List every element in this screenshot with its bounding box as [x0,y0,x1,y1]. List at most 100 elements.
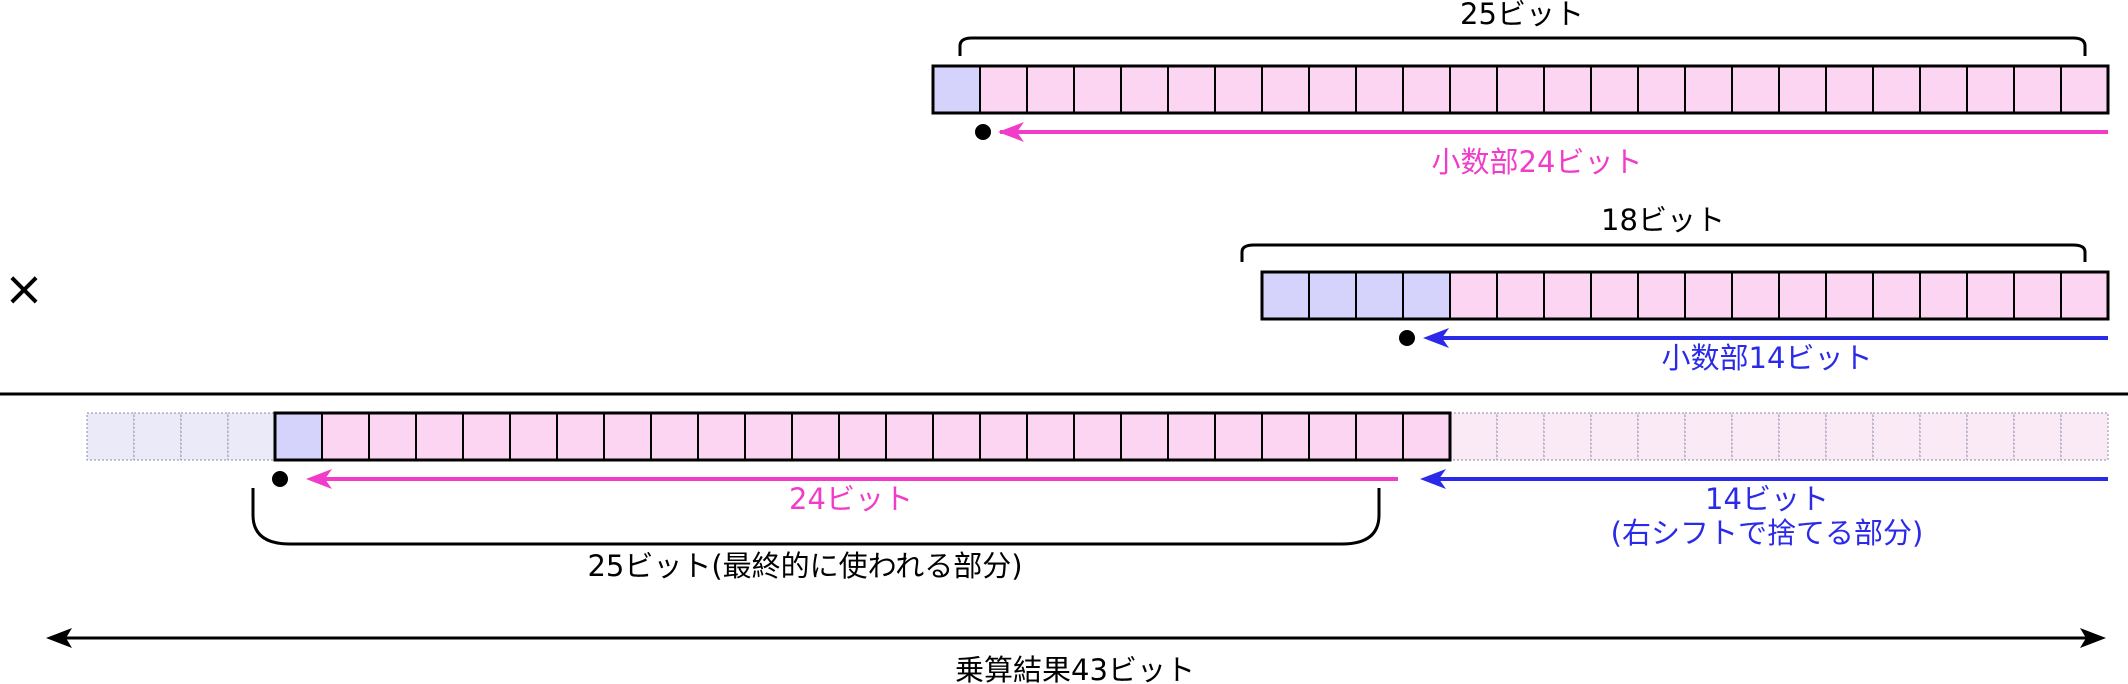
product-kept-fraction-bit [368,412,417,461]
product-discarded-bit [1496,412,1545,461]
product-kept-fraction-bit [462,412,511,461]
operand-a-register-outline [931,64,2110,115]
operand-a-fraction-bit [1543,65,1592,114]
product-kept-fraction-bit [1073,412,1122,461]
operand-a-bit-cells [931,64,2110,115]
operand-a-width-brace [958,36,2087,56]
discarded-bits-label: 14ビット [1705,482,1829,516]
multiply-sign: × [4,261,44,317]
product-kept-fraction-bit [1355,412,1404,461]
operand-b-fraction-bit [1778,271,1827,320]
operand-b-fraction-bit [2060,271,2109,320]
operand-b-fraction-bit [1825,271,1874,320]
operand-a-fraction-bit [1966,65,2015,114]
operand-a-fraction-bit [1026,65,1075,114]
product-kept-fraction-bit [932,412,981,461]
product-kept-fraction-bit [603,412,652,461]
product-result: 24ビット 14ビット (右シフトで捨てる部分) 25ビット(最終的に使われる部… [46,411,2109,684]
product-discarded-bit [2060,412,2109,461]
total-width-arrowhead-left [46,628,72,648]
product-kept-fraction-bit [697,412,746,461]
product-unused-high-bit [86,412,135,461]
used-bits-label: 25ビット(最終的に使われる部分) [587,549,1022,583]
product-unused-high-bit [227,412,276,461]
operand-a-fraction-bit [1731,65,1780,114]
operand-b-fraction-bit [1684,271,1733,320]
operand-b-fraction-bit [1543,271,1592,320]
operand-a-fraction-bit [1449,65,1498,114]
product-kept-fraction-bit [321,412,370,461]
operand-a-fraction-bit [2013,65,2062,114]
discarded-bits-note: (右シフトで捨てる部分) [1611,516,1924,550]
product-discarded-bit [1543,412,1592,461]
operand-a-fraction-bit [1167,65,1216,114]
total-width-label: 乗算結果43ビット [955,653,1195,684]
operand-a-fraction-bit [1590,65,1639,114]
operand-a-fraction-bit [1496,65,1545,114]
product-discarded-bit [1919,412,1968,461]
operand-a-fraction-bit [1355,65,1404,114]
kept-fraction-label: 24ビット [789,482,913,516]
product-kept-fraction-bit [1214,412,1263,461]
operand-b-integer-bit [1308,271,1357,320]
product-discarded-bit [1449,412,1498,461]
operand-a-fraction-arrowhead [998,122,1024,142]
operand-b-register-outline [1260,270,2110,321]
kept-fraction-arrowhead [306,469,332,489]
product-kept-fraction-bit [979,412,1028,461]
operand-a-width-label: 25ビット [1460,0,1584,31]
product-kept-fraction-bit [650,412,699,461]
product-discarded-bit [1966,412,2015,461]
operand-a-fraction-bit [1073,65,1122,114]
used-bits-brace [251,488,1381,546]
product-kept-fraction-bit [838,412,887,461]
product-discarded-bit [2013,412,2062,461]
product-discarded-bit [1637,412,1686,461]
product-kept-fraction-bit [1026,412,1075,461]
operand-b-fraction-bit [1637,271,1686,320]
product-kept-fraction-bit [1308,412,1357,461]
operand-b-width-label: 18ビット [1601,203,1725,237]
operand-a-fraction-bit [1402,65,1451,114]
product-kept-fraction-bit [1261,412,1310,461]
product-kept-fraction-bit [885,412,934,461]
operand-b-fraction-label: 小数部14ビット [1662,341,1873,375]
operand-a-fraction-bit [1825,65,1874,114]
product-kept-fraction-bit [1402,412,1451,461]
operand-b-binary-point [1399,330,1415,346]
product-kept-fraction-bit [744,412,793,461]
product-bit-cells [86,411,2109,462]
product-discarded-bit [1825,412,1874,461]
product-discarded-bit [1684,412,1733,461]
operand-b-integer-bit [1402,271,1451,320]
operand-a-fraction-label: 小数部24ビット [1432,145,1643,179]
product-discarded-bit [1872,412,1921,461]
operand-b: 18ビット 小数部14ビット [1240,203,2110,375]
operand-a-fraction-bit [1684,65,1733,114]
product-kept-fraction-bit [556,412,605,461]
operand-a-fraction-bit [1261,65,1310,114]
operand-b-bit-cells [1260,270,2110,321]
product-kept-fraction-bit [1167,412,1216,461]
product-kept-fraction-bit [415,412,464,461]
operand-b-fraction-bit [1590,271,1639,320]
product-kept-fraction-bit [1120,412,1169,461]
operand-a-binary-point [975,124,991,140]
operand-b-fraction-bit [1872,271,1921,320]
operand-a-fraction-bit [1120,65,1169,114]
operand-a-fraction-bit [1778,65,1827,114]
product-kept-fraction-bit [791,412,840,461]
operand-b-fraction-bit [1731,271,1780,320]
product-kept-fraction-bit [509,412,558,461]
operand-b-fraction-arrowhead [1423,328,1449,348]
operand-a-fraction-bit [1308,65,1357,114]
operand-a-fraction-bit [1872,65,1921,114]
operand-b-integer-bit [1355,271,1404,320]
operand-a-integer-bit [932,65,981,114]
operand-b-width-brace [1240,243,2087,262]
operand-a: 25ビット 小数部24ビット [931,0,2110,179]
operand-a-fraction-bit [1637,65,1686,114]
product-kept-integer-bit [274,412,323,461]
operand-b-fraction-bit [1496,271,1545,320]
